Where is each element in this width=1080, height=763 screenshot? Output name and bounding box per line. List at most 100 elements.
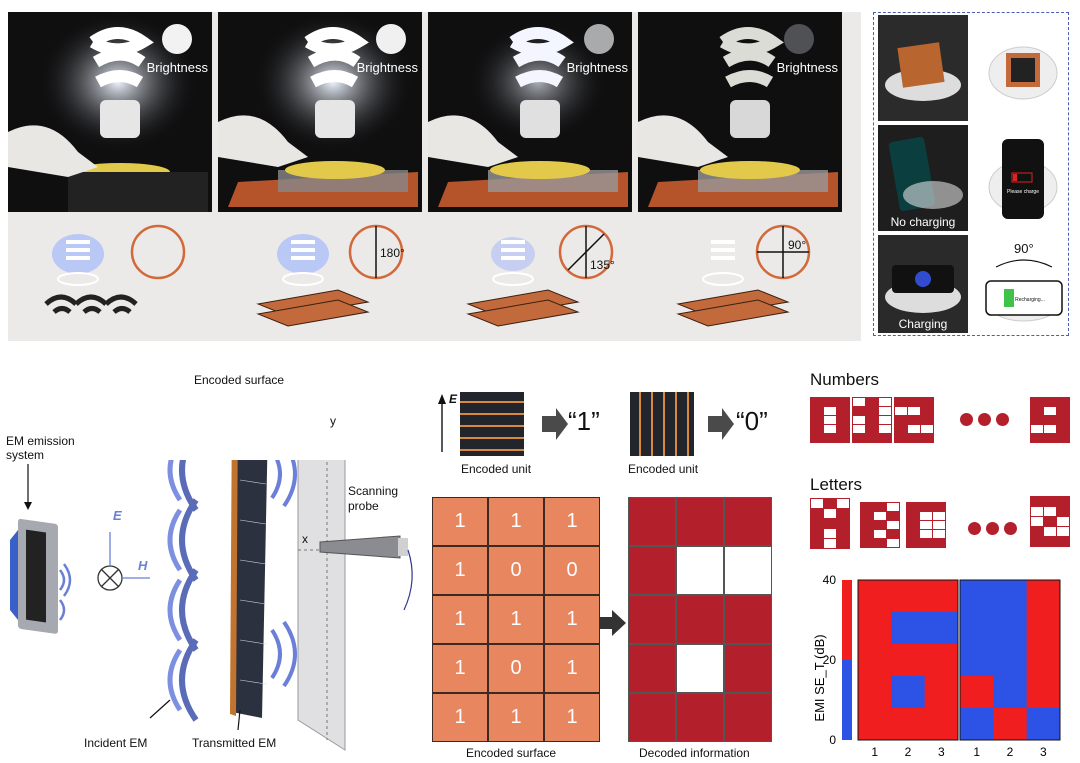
encoded-cell: 1: [489, 694, 543, 741]
encoded-cell: 1: [433, 498, 487, 545]
ellipsis-dot: [986, 522, 999, 535]
decoded-cell: [725, 547, 771, 594]
schematic-2-art: [256, 224, 404, 327]
heatmap-cell: [891, 676, 926, 709]
encoded-cell: 1: [489, 596, 543, 643]
decoded-cell: [725, 645, 771, 692]
encoded-cell: 1: [545, 694, 599, 741]
heatmap-cell: [891, 580, 926, 613]
decoded-cell: [629, 694, 675, 741]
phone-charging-text: Recharging...: [1015, 297, 1045, 303]
charger-coil-icon: [988, 46, 1058, 100]
heatmap-cell: [858, 580, 892, 613]
ellipsis-dot: [968, 522, 981, 535]
encoded-cell: 0: [489, 547, 543, 594]
pixel-glyph: [810, 498, 850, 549]
encoded-unit-label-2: Encoded unit: [628, 462, 699, 476]
schematic-1: [8, 224, 212, 339]
heatmap-cell: [891, 612, 926, 645]
pixel-glyph: [894, 397, 934, 443]
x-tick-label: 3: [938, 745, 945, 759]
encoded-cell: 1: [545, 645, 599, 692]
lamp-photo-4-art: [638, 27, 838, 207]
emission-device: [10, 518, 58, 634]
lamp-photo-3-art: [428, 22, 628, 207]
x-tick-label: 1: [973, 745, 980, 759]
decoded-cell: [725, 694, 771, 741]
encoded-cell: 1: [433, 596, 487, 643]
heatmap-cell: [924, 612, 959, 645]
heatmap-cell: [1026, 644, 1061, 677]
phone-low-text: Please charge: [1007, 189, 1039, 195]
encoded-cell: 1: [489, 498, 543, 545]
heatmap-cell: [993, 644, 1028, 677]
heatmap-cell: [1026, 612, 1061, 645]
brightness-indicator-3: [584, 24, 614, 54]
decoded-cell: [629, 498, 675, 545]
x-tick-label: 2: [905, 745, 912, 759]
numbers-title: Numbers: [810, 370, 879, 389]
e-field-label: E: [449, 392, 458, 406]
no-charging-art: [888, 137, 963, 211]
decoded-cell: [725, 596, 771, 643]
heatmap-panel-frame: [959, 579, 1061, 741]
decoded-cell: [677, 596, 723, 643]
lamp-photo-4: Brightness: [638, 12, 842, 212]
charger-photo-art: [885, 42, 961, 101]
encoded-cell: 1: [433, 694, 487, 741]
arrow-icon: [708, 408, 734, 440]
brightness-label-4: Brightness: [776, 60, 838, 75]
heatmap-cell: [924, 644, 959, 677]
brightness-indicator-1: [162, 24, 192, 54]
lamp-photo-1-art: [8, 12, 208, 212]
charging-art: [885, 265, 961, 313]
decoded-cell: [629, 547, 675, 594]
axes-symbol: [97, 532, 150, 591]
charging-label: Charging: [898, 317, 948, 331]
encoded-surface-label: Encoded surface: [194, 373, 285, 387]
letters-title: Letters: [810, 475, 862, 494]
heatmap-cell: [993, 580, 1028, 613]
no-charging-photo: No charging: [878, 125, 968, 231]
heatmap-cell: [924, 580, 959, 613]
brightness-label-1: Brightness: [146, 60, 208, 75]
decoded-cell: [677, 547, 723, 594]
heatmap-cell: [924, 708, 959, 741]
h-axis-label: H: [138, 558, 148, 573]
schematic-1-art: [44, 224, 186, 314]
lamp-photo-2-art: [218, 12, 418, 207]
heatmap-cell: [891, 644, 926, 677]
heatmap-cell: [1026, 676, 1061, 709]
decoded-cell: [677, 645, 723, 692]
heatmap-cell: [993, 708, 1028, 741]
pixel-glyph: [1030, 397, 1070, 443]
x-tick-label: 2: [1007, 745, 1014, 759]
heatmap-cell: [960, 644, 994, 677]
charging-photo: Charging: [878, 235, 968, 333]
transmitted-em-label: Transmitted EM: [192, 736, 277, 750]
scanning-probe-label: Scanning probe: [348, 484, 399, 513]
decoded-grid: [628, 497, 772, 742]
y-tick-label: 20: [823, 653, 837, 667]
chart-ylabel: EMI SE_T (dB): [812, 634, 827, 721]
transmitted-waves: [270, 460, 297, 688]
ellipsis-dot: [978, 413, 991, 426]
encoded-cell: 1: [545, 596, 599, 643]
x-tick-label: 1: [871, 745, 878, 759]
code-zero-label: “0”: [736, 406, 768, 436]
scanning-diagram: [10, 460, 413, 751]
encoded-surface-caption: Encoded surface: [466, 746, 557, 760]
phone-rotated-charging-icon: Recharging...: [985, 259, 1063, 322]
angle-label-180: 180°: [380, 246, 405, 260]
heatmap-cell: [891, 708, 926, 741]
colorbar-segment: [842, 660, 852, 740]
heatmap-cell: [858, 612, 892, 645]
scanning-probe: [319, 535, 413, 611]
heatmap-cell: [993, 612, 1028, 645]
lamp-photo-2: Brightness: [218, 12, 422, 212]
arrow-icon: [542, 408, 568, 440]
phone-low-battery-icon: Please charge: [988, 139, 1058, 219]
angle-label-90: 90°: [788, 238, 807, 252]
decoded-cell: [677, 694, 723, 741]
